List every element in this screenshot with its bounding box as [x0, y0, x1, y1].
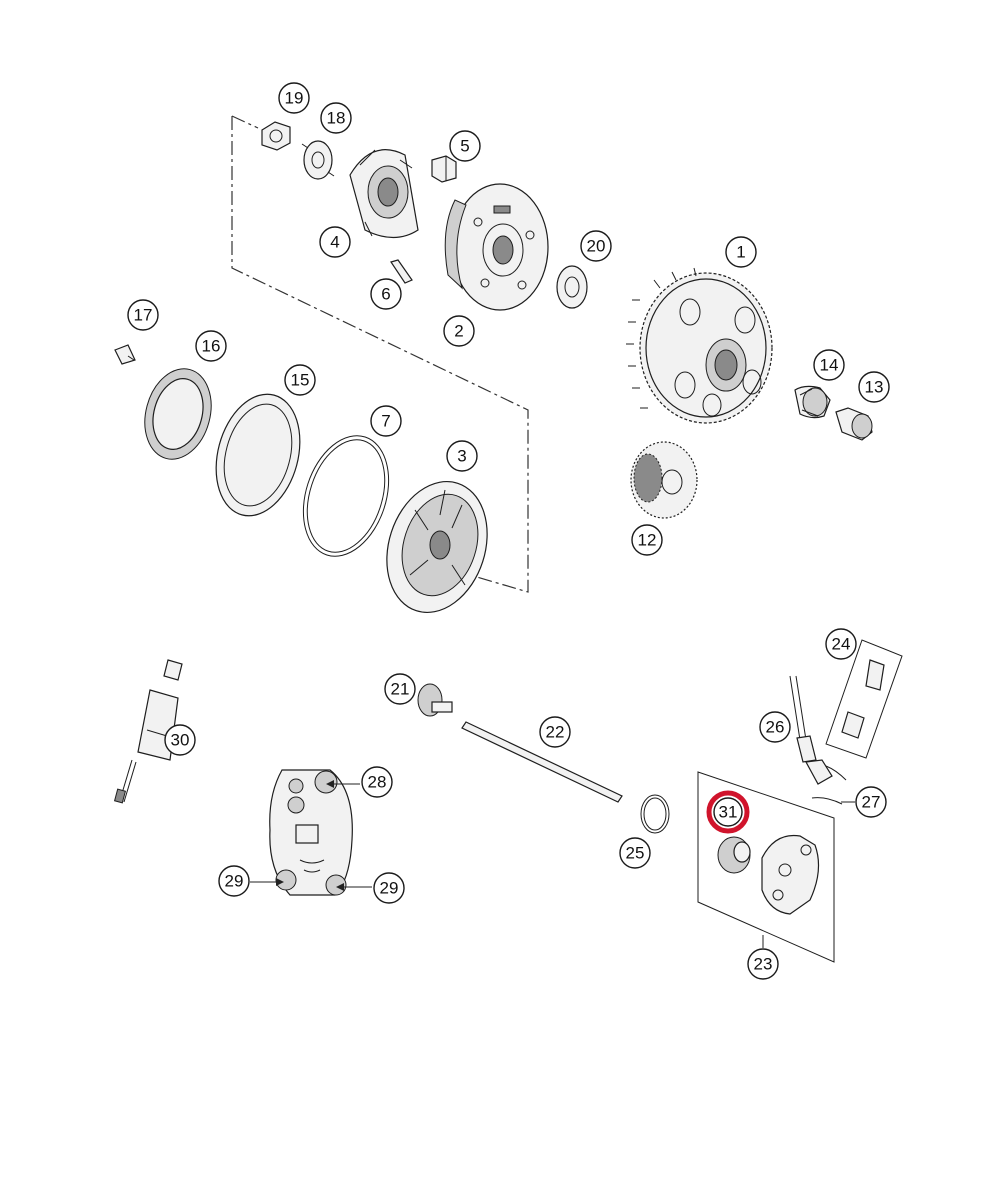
svg-text:22: 22 [546, 723, 565, 742]
part-piston-21 [417, 683, 453, 717]
callout-3[interactable]: 3 [446, 440, 478, 472]
callout-24[interactable]: 24 [825, 628, 857, 660]
svg-text:1: 1 [736, 243, 745, 262]
part-nut-19 [261, 121, 291, 151]
callout-30[interactable]: 30 [164, 724, 196, 756]
part-push-rod-22 [461, 721, 623, 803]
svg-text:12: 12 [638, 531, 657, 550]
svg-text:5: 5 [460, 137, 469, 156]
svg-text:17: 17 [134, 306, 153, 325]
svg-text:2: 2 [454, 322, 463, 341]
svg-text:24: 24 [832, 635, 851, 654]
callout-13[interactable]: 13 [858, 371, 890, 403]
svg-text:26: 26 [766, 718, 785, 737]
svg-text:30: 30 [171, 731, 190, 750]
callout-4[interactable]: 4 [319, 226, 351, 258]
part-thrust-washer-20 [556, 265, 588, 309]
callout-14[interactable]: 14 [813, 349, 845, 381]
callout-15[interactable]: 15 [284, 364, 316, 396]
part-bleeder-kit-24 [825, 639, 903, 759]
callout-25[interactable]: 25 [619, 837, 651, 869]
svg-text:13: 13 [865, 378, 884, 397]
part-primary-gear-1 [626, 267, 773, 424]
callout-28[interactable]: 28 [361, 766, 393, 798]
callout-6[interactable]: 6 [370, 278, 402, 310]
svg-text:16: 16 [202, 337, 221, 356]
svg-text:4: 4 [330, 233, 339, 252]
part-clutch-basket-2 [444, 183, 549, 311]
callout-17[interactable]: 17 [127, 299, 159, 331]
svg-text:31: 31 [719, 803, 738, 822]
callout-31[interactable]: 31 [706, 790, 750, 834]
part-needle-bearing-14 [794, 385, 831, 419]
svg-text:27: 27 [862, 793, 881, 812]
svg-text:7: 7 [381, 412, 390, 431]
part-drive-gear-12 [630, 441, 698, 519]
svg-text:3: 3 [457, 447, 466, 466]
callout-19[interactable]: 19 [278, 82, 310, 114]
svg-text:25: 25 [626, 844, 645, 863]
highlight-ring [706, 790, 750, 834]
part-slave-cover-28-29 [269, 769, 353, 896]
callout-7[interactable]: 7 [370, 405, 402, 437]
part-sleeve-13 [835, 407, 873, 441]
clutch-assembly-frame [231, 116, 529, 593]
part-clips-27 [811, 765, 847, 805]
part-o-ring-25 [640, 794, 670, 834]
clutch-frame-top [231, 115, 259, 129]
callout-27[interactable]: 27 [855, 786, 887, 818]
callout-2[interactable]: 2 [443, 315, 475, 347]
svg-text:6: 6 [381, 285, 390, 304]
callout-29-left[interactable]: 29 [218, 865, 250, 897]
svg-text:29: 29 [225, 872, 244, 891]
part-slide-block-5 [431, 155, 457, 183]
svg-text:19: 19 [285, 89, 304, 108]
part-slave-cylinder-23 [697, 771, 835, 963]
callout-26[interactable]: 26 [759, 711, 791, 743]
part-lock-washer-18 [301, 140, 335, 180]
part-friction-plate-16 [144, 368, 212, 460]
part-inner-hub-4 [349, 149, 419, 239]
part-screw-17 [114, 344, 136, 365]
callout-23[interactable]: 23 [747, 948, 779, 980]
part-pressure-plate-3 [386, 480, 488, 614]
callout-16[interactable]: 16 [195, 330, 227, 362]
callout-18[interactable]: 18 [320, 102, 352, 134]
svg-text:14: 14 [820, 356, 839, 375]
svg-text:29: 29 [380, 879, 399, 898]
callout-22[interactable]: 22 [539, 716, 571, 748]
svg-text:21: 21 [391, 680, 410, 699]
svg-text:15: 15 [291, 371, 310, 390]
callout-29-right[interactable]: 29 [373, 872, 405, 904]
part-pin-6 [390, 259, 413, 284]
part-wire-ring-7 [302, 435, 390, 557]
callout-21[interactable]: 21 [384, 673, 416, 705]
callout-1[interactable]: 1 [725, 236, 757, 268]
part-steel-plate-15 [215, 393, 301, 517]
svg-text:18: 18 [327, 109, 346, 128]
callout-5[interactable]: 5 [449, 130, 481, 162]
svg-text:28: 28 [368, 773, 387, 792]
svg-text:20: 20 [587, 237, 606, 256]
leader-lines [250, 780, 855, 948]
svg-text:23: 23 [754, 955, 773, 974]
callout-12[interactable]: 12 [631, 524, 663, 556]
callout-20[interactable]: 20 [580, 230, 612, 262]
part-hose-26 [789, 675, 833, 785]
